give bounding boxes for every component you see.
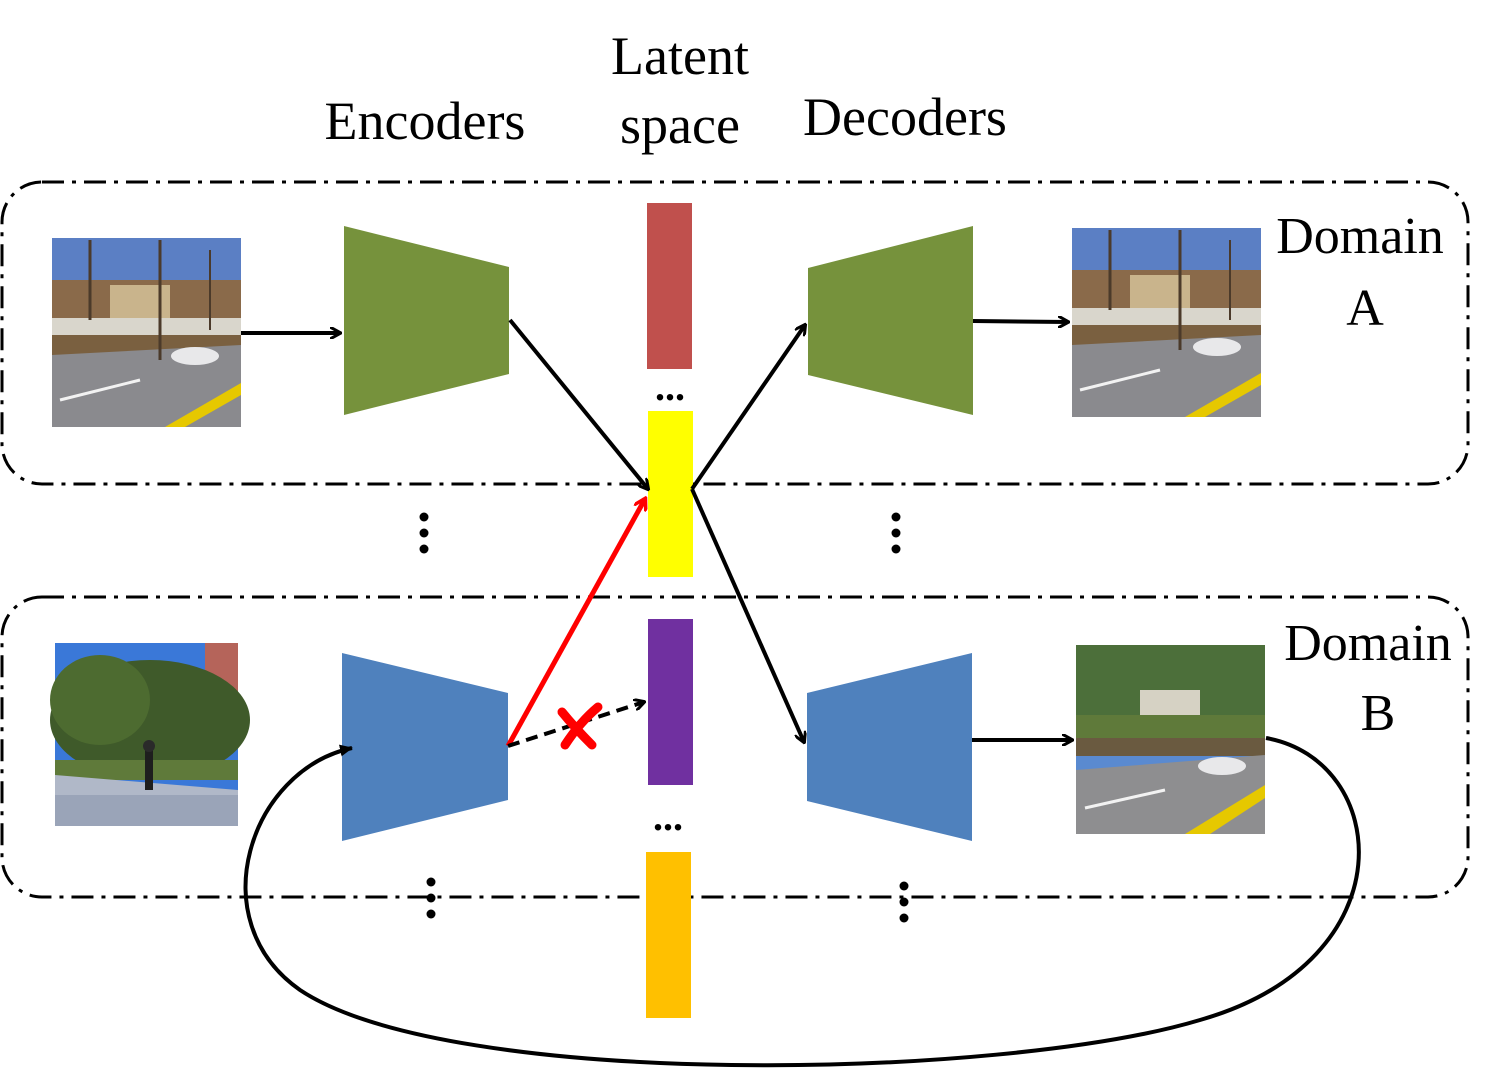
latent-ellipsis-bottom: ...: [653, 794, 683, 839]
arrow-latent-to-decoder-a: [690, 325, 805, 491]
latent-code-yellow: [648, 411, 693, 577]
encoder-a-trapezoid: [344, 226, 509, 415]
arrow-latent-to-decoder-b: [690, 488, 804, 742]
arrow-encoder-b-to-shared-latent: [505, 499, 645, 748]
encoders-heading: Encoders: [325, 91, 526, 151]
decoders-vertical-ellipsis: [891, 512, 901, 554]
latent-ellipsis-top: ...: [655, 364, 685, 409]
arrow-encoder-b-to-purple-latent-blocked: [507, 702, 644, 748]
arrow-decoder-a-to-output-a: [972, 321, 1068, 322]
red-cross-icon: [557, 702, 603, 750]
domain-a-label-line1: Domain: [1276, 208, 1444, 265]
encoders-vertical-ellipsis: [419, 512, 429, 554]
latent-code-purple: [648, 619, 693, 785]
domain-b-label-line1: Domain: [1284, 615, 1452, 672]
cycle-arrow-output-b-to-encoder-b: [243, 736, 1361, 1068]
domain-a-input-image: [52, 238, 241, 427]
decoders-heading: Decoders: [803, 87, 1007, 147]
latent-code-red: [647, 203, 692, 369]
domain-a-box: [0, 180, 1470, 486]
decoder-b-trapezoid: [807, 653, 972, 841]
latent-code-orange: [646, 852, 691, 1018]
domain-b-input-image: [50, 643, 250, 826]
domain-b-label-line2: B: [1361, 685, 1396, 742]
arrow-encoder-a-to-latent: [508, 318, 648, 489]
latent-space-heading-line2: space: [620, 95, 740, 155]
latent-space-heading-line1: Latent: [611, 26, 749, 86]
domain-a-output-image: [1072, 228, 1261, 417]
encoders-vertical-ellipsis-bottom: [426, 877, 436, 919]
decoders-vertical-ellipsis-bottom: [899, 881, 909, 923]
encoder-b-trapezoid: [342, 653, 508, 841]
domain-b-output-image: [1076, 645, 1265, 834]
decoder-a-trapezoid: [808, 226, 973, 415]
domain-a-label-line2: A: [1346, 280, 1384, 337]
domain-b-box: [0, 595, 1470, 899]
